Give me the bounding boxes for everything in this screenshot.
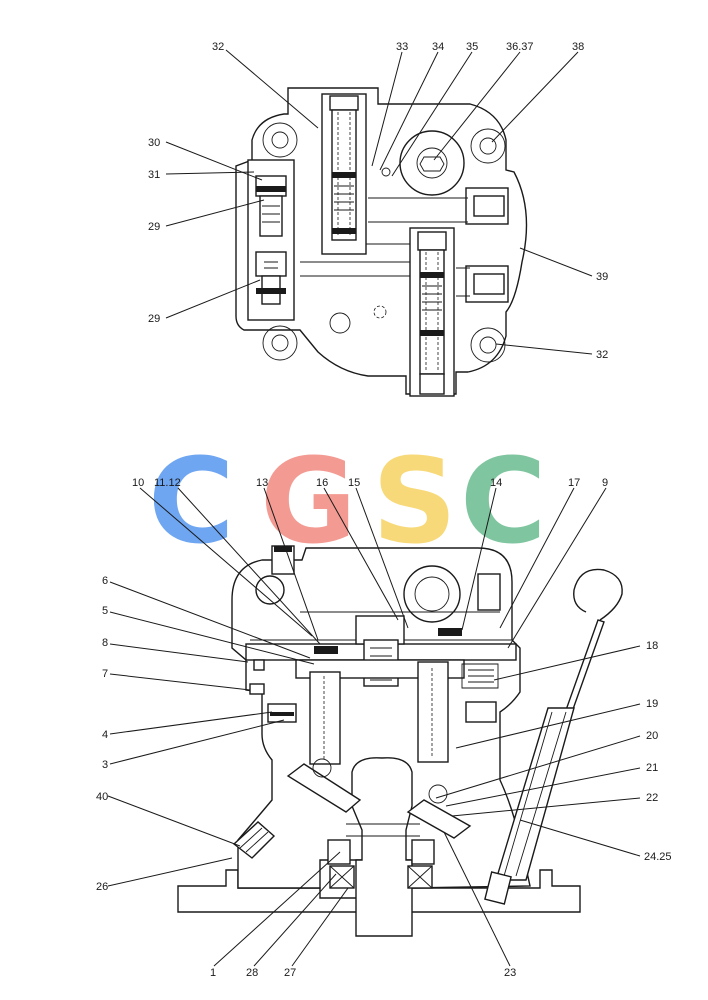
callout-11-12: 11.12	[154, 477, 181, 489]
callout-23: 23	[504, 967, 516, 979]
callout-38: 38	[572, 41, 584, 53]
watermark-letter-s: S	[372, 432, 457, 570]
callout-7: 7	[102, 668, 108, 680]
callout-13: 13	[256, 477, 268, 489]
callout-26: 26	[96, 881, 108, 893]
callout-8: 8	[102, 637, 108, 649]
valve-block-top-view	[235, 87, 528, 397]
callout-3: 3	[102, 759, 108, 771]
callout-33: 33	[396, 41, 408, 53]
callout-21: 21	[646, 762, 658, 774]
callout-labels: 32 33 34 35 36.37 38 30 31 29 29 39 32 1…	[96, 41, 672, 979]
callout-24-25: 24.25	[644, 851, 672, 863]
callout-27: 27	[284, 967, 296, 979]
callout-18: 18	[646, 640, 658, 652]
callout-1: 1	[210, 967, 216, 979]
callout-28: 28	[246, 967, 258, 979]
callout-40: 40	[96, 791, 108, 803]
callout-15: 15	[348, 477, 360, 489]
callout-32-bottom: 32	[596, 349, 608, 361]
callout-35: 35	[466, 41, 478, 53]
callout-34: 34	[432, 41, 444, 53]
callout-10: 10	[132, 477, 144, 489]
leader-lines	[107, 49, 641, 967]
callout-4: 4	[102, 729, 108, 741]
callout-5: 5	[102, 605, 108, 617]
callout-17: 17	[568, 477, 580, 489]
callout-9: 9	[602, 477, 608, 489]
swing-motor-section-view	[177, 545, 623, 937]
callout-16: 16	[316, 477, 328, 489]
watermark-letter-c1: C	[148, 432, 235, 570]
callout-30: 30	[148, 137, 160, 149]
callout-19: 19	[646, 698, 658, 710]
cgsc-watermark: C G S C	[148, 432, 547, 570]
callout-36-37: 36.37	[506, 41, 534, 53]
callout-14: 14	[490, 477, 502, 489]
callout-32-top: 32	[212, 41, 224, 53]
callout-29-lower: 29	[148, 313, 160, 325]
callout-29-upper: 29	[148, 221, 160, 233]
callout-39: 39	[596, 271, 608, 283]
callout-6: 6	[102, 575, 108, 587]
callout-31: 31	[148, 169, 160, 181]
callout-20: 20	[646, 730, 658, 742]
callout-22: 22	[646, 792, 658, 804]
watermark-letter-c2: C	[460, 432, 547, 570]
